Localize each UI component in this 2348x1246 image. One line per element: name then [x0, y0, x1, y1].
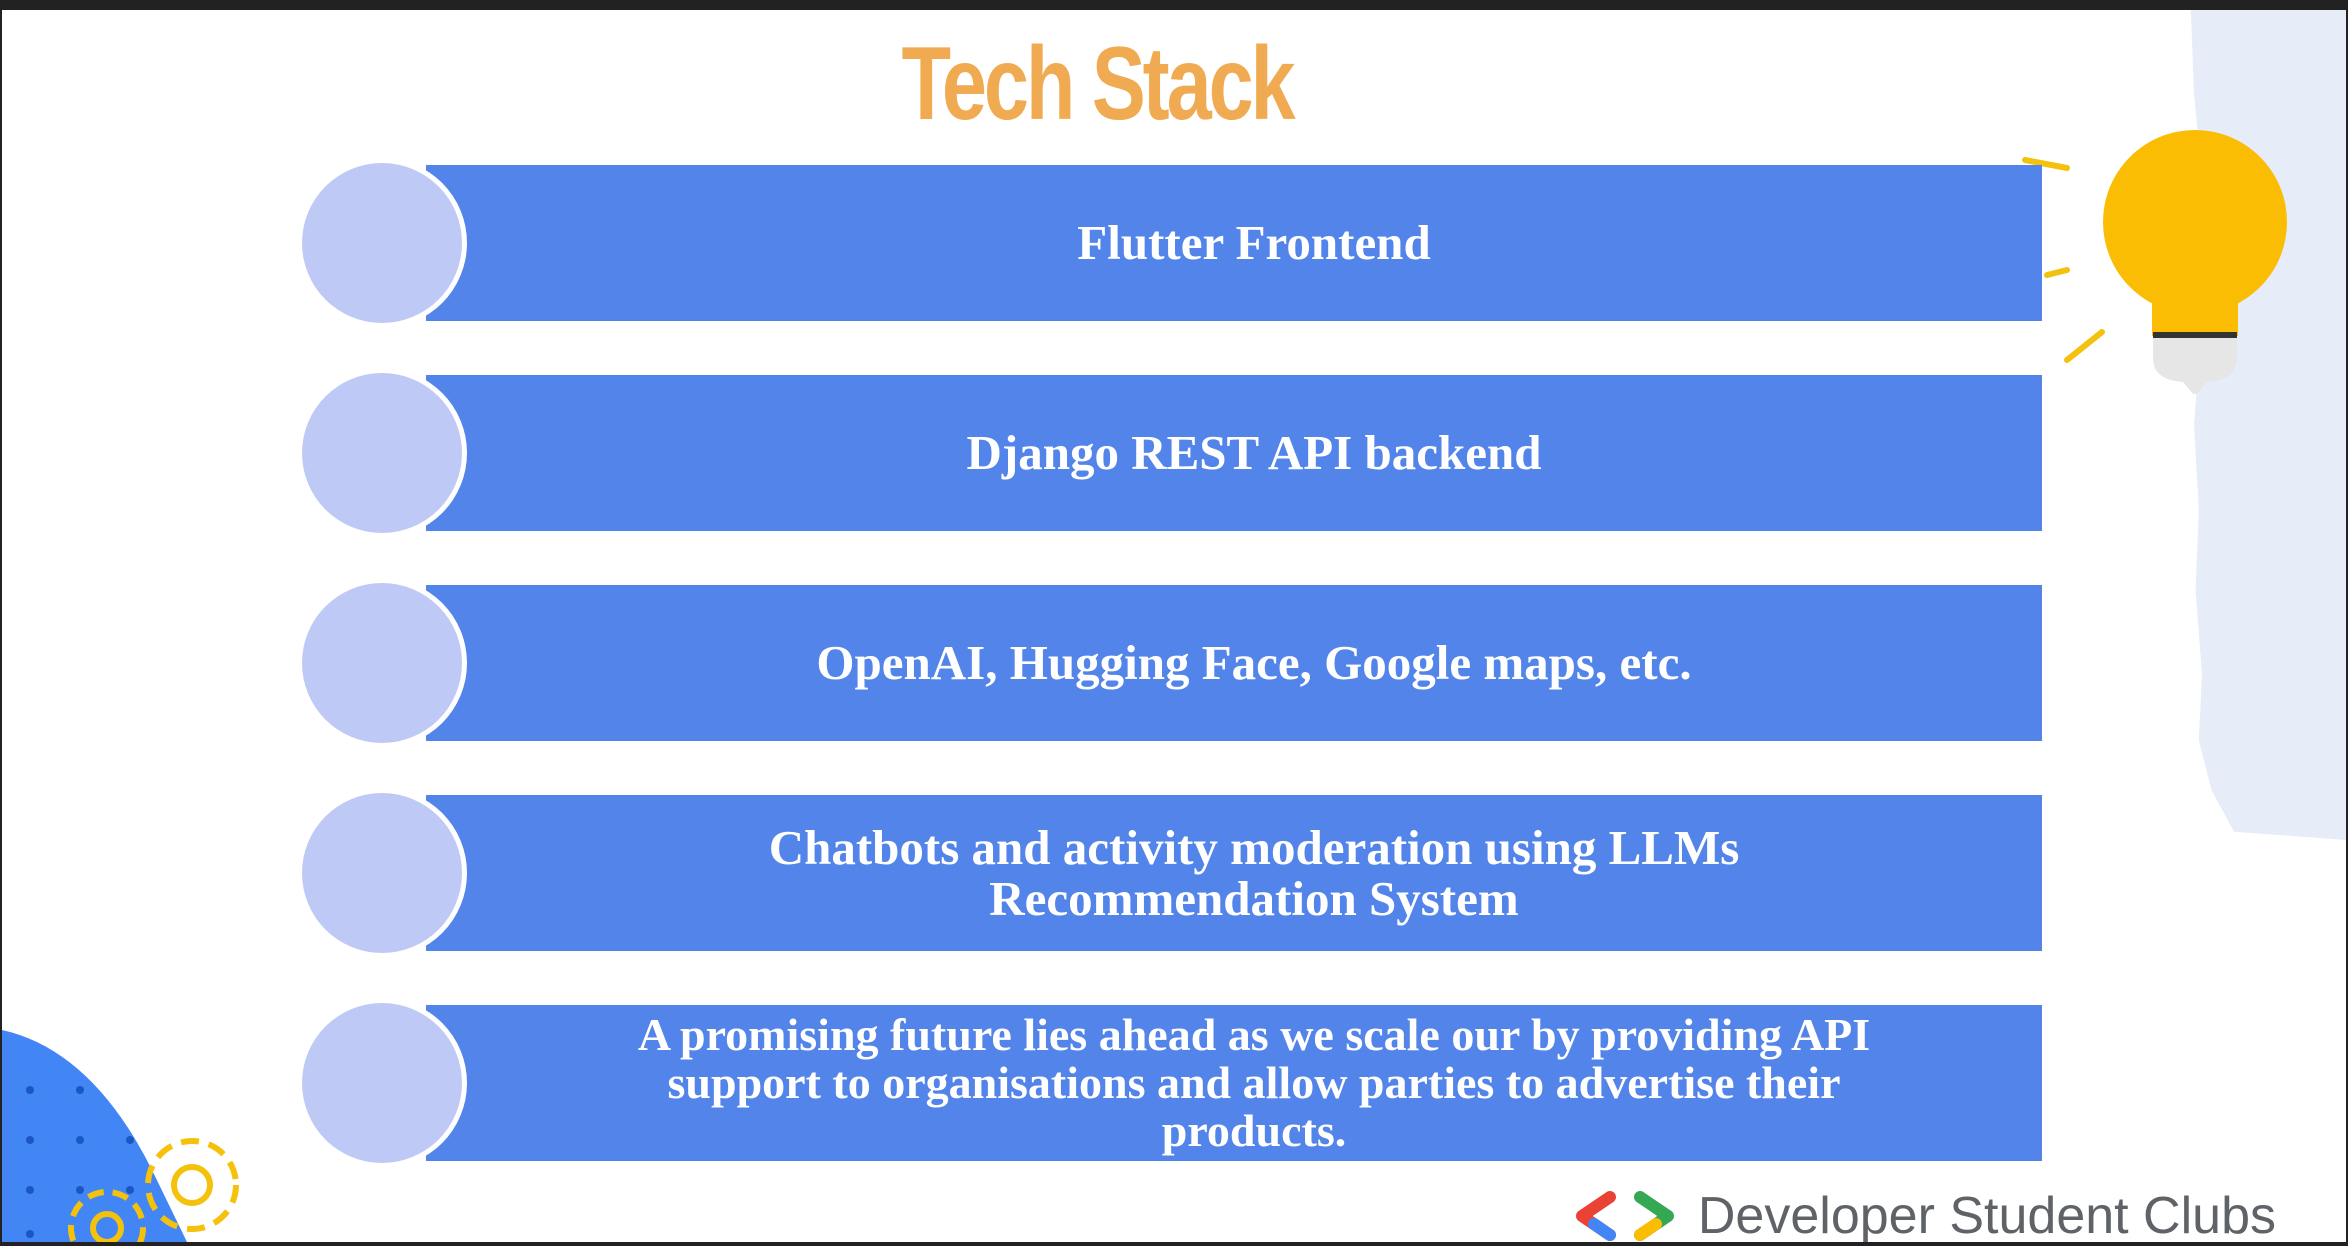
item-text: Flutter Frontend: [1077, 215, 1431, 271]
list-item: Flutter Frontend: [297, 158, 2042, 328]
item-bar: A promising future lies ahead as we scal…: [426, 1005, 2042, 1161]
footer-brand: Developer Student Clubs: [1570, 1186, 2276, 1242]
list-item: A promising future lies ahead as we scal…: [297, 998, 2042, 1168]
dsc-logo-icon: [1575, 1191, 1674, 1241]
item-line: OpenAI, Hugging Face, Google maps, etc.: [816, 635, 1692, 691]
page-title: Tech Stack: [901, 26, 1295, 142]
item-bar: Django REST API backend: [426, 375, 2042, 531]
item-text: Chatbots and activity moderation using L…: [768, 819, 1740, 926]
item-text: OpenAI, Hugging Face, Google maps, etc.: [816, 635, 1692, 691]
corner-decoration: [2, 1030, 239, 1242]
item-bullet-circle: [302, 373, 462, 533]
slide: Tech Stack Flutter Frontend Django REST …: [2, 10, 2346, 1242]
item-bullet-circle: [302, 1003, 462, 1163]
list-item: OpenAI, Hugging Face, Google maps, etc.: [297, 578, 2042, 748]
item-bullet-circle: [302, 163, 462, 323]
item-line: support to organisations and allow parti…: [667, 1057, 1841, 1109]
list-item: Chatbots and activity moderation using L…: [297, 788, 2042, 958]
item-line: products.: [1161, 1104, 1347, 1156]
item-line: Recommendation System: [989, 871, 1519, 926]
item-line: Chatbots and activity moderation using L…: [768, 819, 1740, 875]
item-text: Django REST API backend: [966, 425, 1542, 481]
item-bar: OpenAI, Hugging Face, Google maps, etc.: [426, 585, 2042, 741]
list-item: Django REST API backend: [297, 368, 2042, 538]
item-bullet-circle: [302, 583, 462, 743]
item-line: A promising future lies ahead as we scal…: [637, 1009, 1871, 1061]
footer-brand-text: Developer Student Clubs: [1697, 1187, 2276, 1242]
item-bar: Flutter Frontend: [426, 165, 2042, 321]
item-text: A promising future lies ahead as we scal…: [638, 1011, 1870, 1154]
lightbulb-icon: [2022, 130, 2287, 394]
gear-icon: [68, 1138, 239, 1242]
item-bar: Chatbots and activity moderation using L…: [426, 795, 2042, 951]
item-bullet-circle: [302, 793, 462, 953]
item-line: Django REST API backend: [966, 425, 1542, 481]
item-line: Flutter Frontend: [1077, 215, 1431, 271]
